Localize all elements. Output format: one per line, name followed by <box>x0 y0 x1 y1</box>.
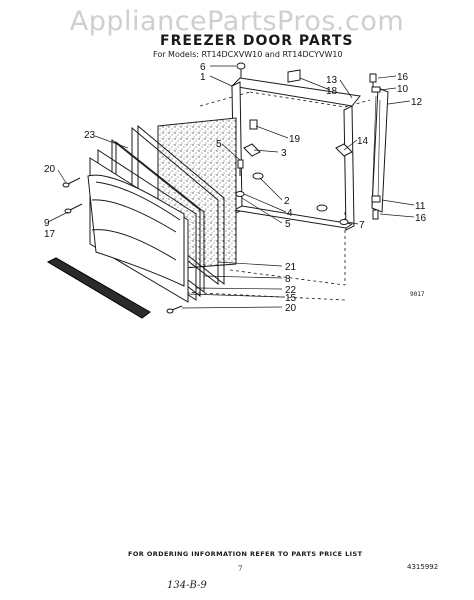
callout-2: 2 <box>284 196 290 207</box>
part-16-screw-bottom <box>372 209 379 220</box>
figure-code: 9017 <box>410 291 425 298</box>
part-6-screw <box>236 62 246 78</box>
part-20-screw-bottom <box>166 305 183 314</box>
callout-20-left: 20 <box>44 164 56 175</box>
callout-7: 7 <box>359 220 365 231</box>
callout-18: 18 <box>326 86 338 97</box>
callout-21: 21 <box>285 262 297 273</box>
document-number: 4315992 <box>407 563 439 571</box>
part-right-rail <box>343 105 355 231</box>
callout-3: 3 <box>281 148 287 159</box>
ordering-note: FOR ORDERING INFORMATION REFER TO PARTS … <box>128 550 363 558</box>
callout-23: 23 <box>84 130 96 141</box>
callout-20-bottom: 20 <box>285 303 297 314</box>
callout-15: 15 <box>285 293 297 304</box>
callout-11: 11 <box>415 201 426 212</box>
part-bottom-rail <box>232 205 354 229</box>
part-7-pin <box>339 219 349 225</box>
callout-1: 1 <box>200 72 206 83</box>
part-4-washer <box>235 191 245 197</box>
part-20-screw-left <box>62 177 81 188</box>
part-10-clip <box>371 86 381 93</box>
page-number: 7 <box>238 565 243 573</box>
callout-13: 13 <box>326 75 338 86</box>
part-13-top-rail <box>230 77 361 112</box>
callout-17: 17 <box>44 229 56 240</box>
part-11-clip <box>371 195 381 203</box>
callout-labels: 6 1 13 18 16 10 12 23 19 5 3 14 20 2 4 9… <box>44 62 427 314</box>
callout-5-bottom: 5 <box>285 219 291 230</box>
part-18-bracket <box>287 69 301 83</box>
callout-14: 14 <box>357 136 369 147</box>
callout-12: 12 <box>411 97 423 108</box>
part-9-screw <box>64 203 83 214</box>
part-2-bushing <box>252 172 328 212</box>
callout-8: 8 <box>285 274 291 285</box>
part-17-bottom-trim <box>46 257 151 319</box>
part-16-screw-top <box>369 73 377 88</box>
callout-4: 4 <box>287 208 293 219</box>
part-19-screw <box>249 119 258 130</box>
leader-lines <box>47 65 415 309</box>
callout-22: 22 <box>285 285 297 296</box>
callout-5-top: 5 <box>216 139 222 150</box>
page-title: FREEZER DOOR PARTS <box>160 33 354 49</box>
cabinet-outline <box>179 91 371 301</box>
callout-16-bottom: 16 <box>415 213 427 224</box>
model-subtitle: For Models: RT14DCXVW10 and RT14DCYVW10 <box>153 50 343 59</box>
callout-10: 10 <box>397 84 409 95</box>
callout-19: 19 <box>289 134 301 145</box>
callout-6: 6 <box>200 62 206 73</box>
part-3-plate <box>243 143 353 157</box>
part-door-liner-shelves <box>87 174 185 287</box>
part-12-handle <box>371 87 389 213</box>
handwritten-note: 134-B-9 <box>167 580 207 591</box>
watermark: AppliancePartsPros.com <box>69 6 405 37</box>
callout-16-top: 16 <box>397 72 409 83</box>
callout-9: 9 <box>44 218 50 229</box>
part-5-screw <box>237 159 244 176</box>
